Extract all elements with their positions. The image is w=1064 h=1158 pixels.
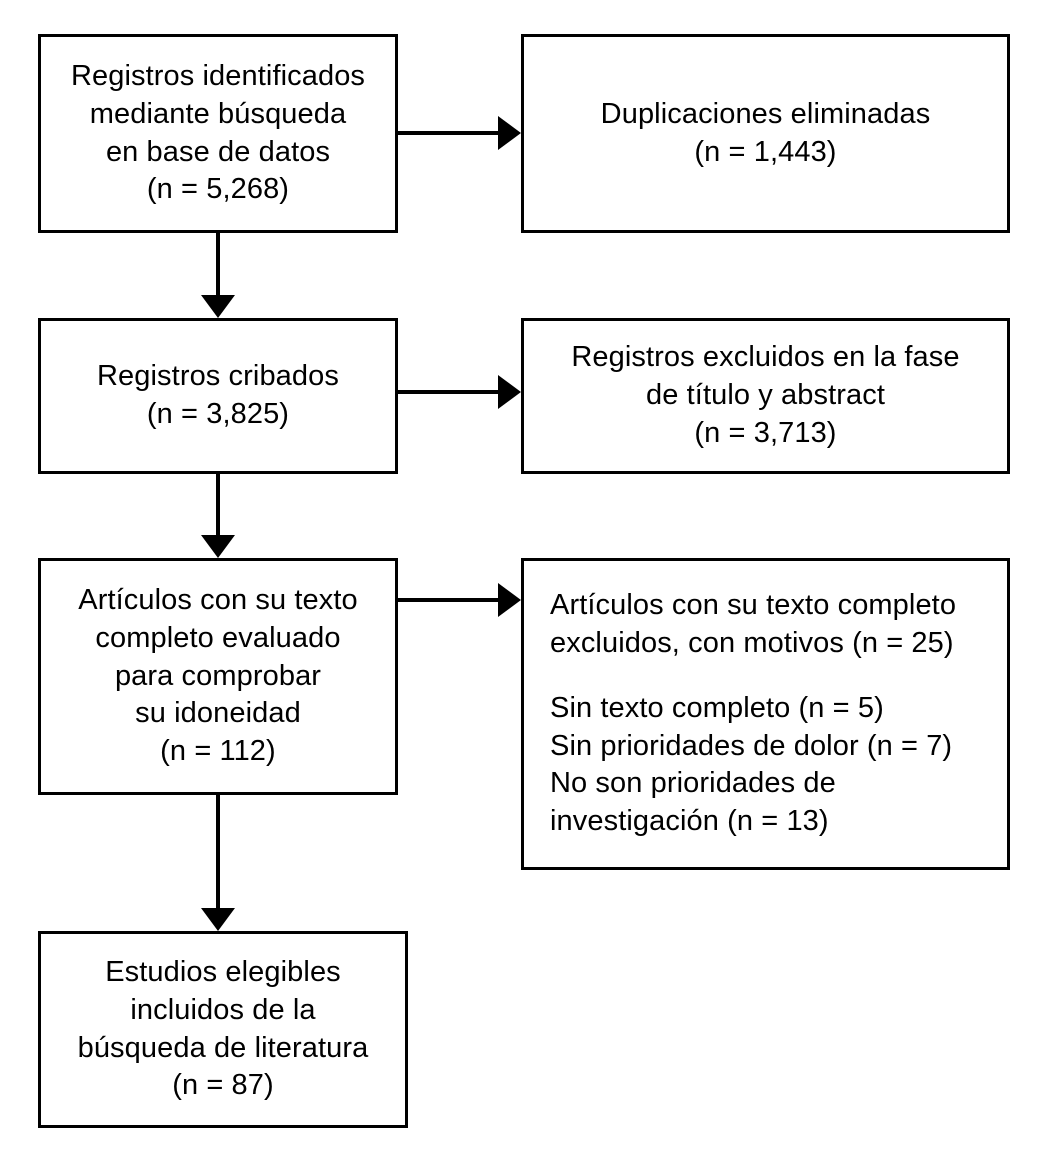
node-line: Registros identificados bbox=[70, 60, 366, 93]
node-line: excluidos, con motivos (n = 25) bbox=[550, 626, 954, 659]
node-included: Estudios elegibles incluidos de la búsqu… bbox=[38, 931, 408, 1128]
edge-identification-to-duplicates bbox=[398, 116, 521, 150]
node-line: Artículos con su texto bbox=[78, 584, 358, 617]
edge-fulltext-to-included bbox=[201, 795, 235, 931]
node-fulltext-assessed-text: Artículos con su texto completo evaluado… bbox=[41, 582, 395, 770]
node-screened-text: Registros cribados (n = 3,825) bbox=[41, 358, 395, 433]
node-line: Artículos con su texto completo bbox=[550, 589, 957, 622]
edge-fulltext-to-fulltext-excluded bbox=[398, 583, 521, 617]
node-screened-excluded: Registros excluidos en la fase de título… bbox=[521, 318, 1010, 474]
node-line: completo evaluado bbox=[95, 621, 341, 654]
node-line: (n = 112) bbox=[160, 735, 276, 768]
node-duplicates-removed-text: Duplicaciones eliminadas (n = 1,443) bbox=[524, 96, 1007, 171]
node-screened: Registros cribados (n = 3,825) bbox=[38, 318, 398, 474]
node-screened-excluded-text: Registros excluidos en la fase de título… bbox=[524, 339, 1007, 452]
node-line: (n = 3,825) bbox=[146, 398, 290, 430]
node-line: (n = 3,713) bbox=[694, 416, 837, 449]
node-fulltext-assessed: Artículos con su texto completo evaluado… bbox=[38, 558, 398, 795]
node-line: Sin texto completo (n = 5) bbox=[550, 692, 884, 725]
node-line: Estudios elegibles bbox=[105, 956, 341, 989]
edge-identification-to-screened bbox=[201, 233, 235, 318]
node-line: (n = 5,268) bbox=[146, 173, 290, 206]
node-line: Registros excluidos en la fase bbox=[571, 341, 960, 374]
node-line: su idoneidad bbox=[135, 697, 301, 730]
node-line: en base de datos bbox=[105, 135, 331, 168]
node-line: No son prioridades de bbox=[550, 767, 836, 800]
node-line: mediante búsqueda bbox=[89, 97, 347, 130]
node-fulltext-excluded-text: Artículos con su texto completo excluido… bbox=[524, 587, 1007, 841]
node-fulltext-excluded: Artículos con su texto completo excluido… bbox=[521, 558, 1010, 870]
node-line: incluidos de la bbox=[130, 993, 316, 1026]
node-line: investigación (n = 13) bbox=[550, 805, 829, 838]
node-included-text: Estudios elegibles incluidos de la búsqu… bbox=[41, 954, 405, 1105]
node-identification: Registros identificados mediante búsqued… bbox=[38, 34, 398, 233]
node-line: (n = 1,443) bbox=[694, 135, 837, 168]
node-line: para comprobar bbox=[114, 659, 322, 692]
node-line: Duplicaciones eliminadas bbox=[600, 97, 931, 130]
node-line: Registros cribados bbox=[97, 360, 339, 393]
edge-screened-to-screened-excluded bbox=[398, 375, 521, 409]
node-line: Sin prioridades de dolor (n = 7) bbox=[550, 729, 953, 762]
edge-screened-to-fulltext bbox=[201, 474, 235, 558]
node-line: de título y abstract bbox=[646, 379, 885, 412]
node-line-spacer bbox=[550, 663, 995, 691]
node-duplicates-removed: Duplicaciones eliminadas (n = 1,443) bbox=[521, 34, 1010, 233]
node-identification-text: Registros identificados mediante búsqued… bbox=[41, 58, 395, 209]
node-line: (n = 87) bbox=[172, 1069, 274, 1102]
node-line: búsqueda de literatura bbox=[77, 1031, 369, 1064]
